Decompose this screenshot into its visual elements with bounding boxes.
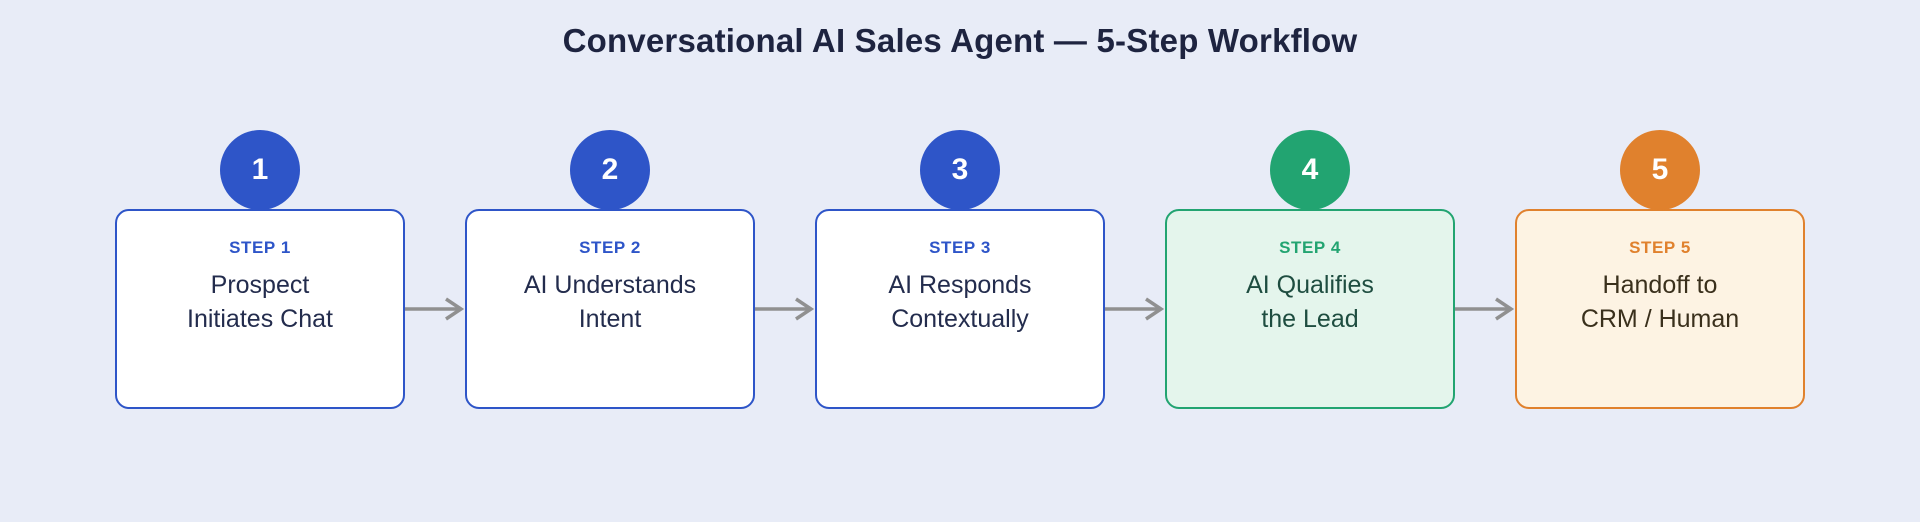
step-1-card: STEP 1 Prospect Initiates Chat bbox=[115, 209, 405, 409]
step-1-number-badge: 1 bbox=[220, 130, 300, 210]
step-4-description: AI Qualifies the Lead bbox=[1167, 268, 1453, 336]
step-4-label: STEP 4 bbox=[1279, 238, 1341, 257]
step-2-desc-line2: Intent bbox=[578, 305, 642, 333]
step-1-label: STEP 1 bbox=[229, 238, 291, 257]
step-4-desc-line1: AI Qualifies bbox=[1246, 271, 1374, 299]
right-arrow-icon bbox=[1105, 297, 1165, 321]
right-arrow-icon bbox=[755, 297, 815, 321]
step-1-description: Prospect Initiates Chat bbox=[117, 268, 403, 336]
step-5-number-badge: 5 bbox=[1620, 130, 1700, 210]
step-3: 3 STEP 3 AI Responds Contextually bbox=[815, 130, 1165, 409]
right-arrow-icon bbox=[405, 297, 465, 321]
step-3-desc-line2: Contextually bbox=[891, 305, 1029, 333]
step-5: 5 STEP 5 Handoff to CRM / Human bbox=[1515, 130, 1805, 409]
step-1-desc-line2: Initiates Chat bbox=[187, 305, 333, 333]
step-5-description: Handoff to CRM / Human bbox=[1517, 268, 1803, 336]
right-arrow-icon bbox=[1455, 297, 1515, 321]
step-3-card: STEP 3 AI Responds Contextually bbox=[815, 209, 1105, 409]
step-3-desc-line1: AI Responds bbox=[888, 271, 1032, 299]
step-5-desc-line1: Handoff to bbox=[1602, 271, 1718, 299]
step-3-label: STEP 3 bbox=[929, 238, 991, 257]
step-5-label: STEP 5 bbox=[1629, 238, 1691, 257]
step-4-desc-line2: the Lead bbox=[1261, 305, 1359, 333]
step-3-number-badge: 3 bbox=[920, 130, 1000, 210]
step-2: 2 STEP 2 AI Understands Intent bbox=[465, 130, 815, 409]
step-5-card: STEP 5 Handoff to CRM / Human bbox=[1515, 209, 1805, 409]
step-2-label: STEP 2 bbox=[579, 238, 641, 257]
step-1: 1 STEP 1 Prospect Initiates Chat bbox=[115, 130, 465, 409]
step-1-desc-line1: Prospect bbox=[210, 271, 310, 299]
step-4: 4 STEP 4 AI Qualifies the Lead bbox=[1165, 130, 1515, 409]
step-4-number-badge: 4 bbox=[1270, 130, 1350, 210]
page-title: Conversational AI Sales Agent — 5-Step W… bbox=[562, 22, 1358, 59]
step-2-desc-line1: AI Understands bbox=[523, 271, 697, 299]
step-3-description: AI Responds Contextually bbox=[817, 268, 1103, 336]
step-4-card: STEP 4 AI Qualifies the Lead bbox=[1165, 209, 1455, 409]
workflow-diagram: 1 STEP 1 Prospect Initiates Chat 2 STEP … bbox=[0, 130, 1920, 409]
step-5-desc-line2: CRM / Human bbox=[1580, 305, 1740, 333]
step-2-card: STEP 2 AI Understands Intent bbox=[465, 209, 755, 409]
step-2-description: AI Understands Intent bbox=[467, 268, 753, 336]
step-2-number-badge: 2 bbox=[570, 130, 650, 210]
